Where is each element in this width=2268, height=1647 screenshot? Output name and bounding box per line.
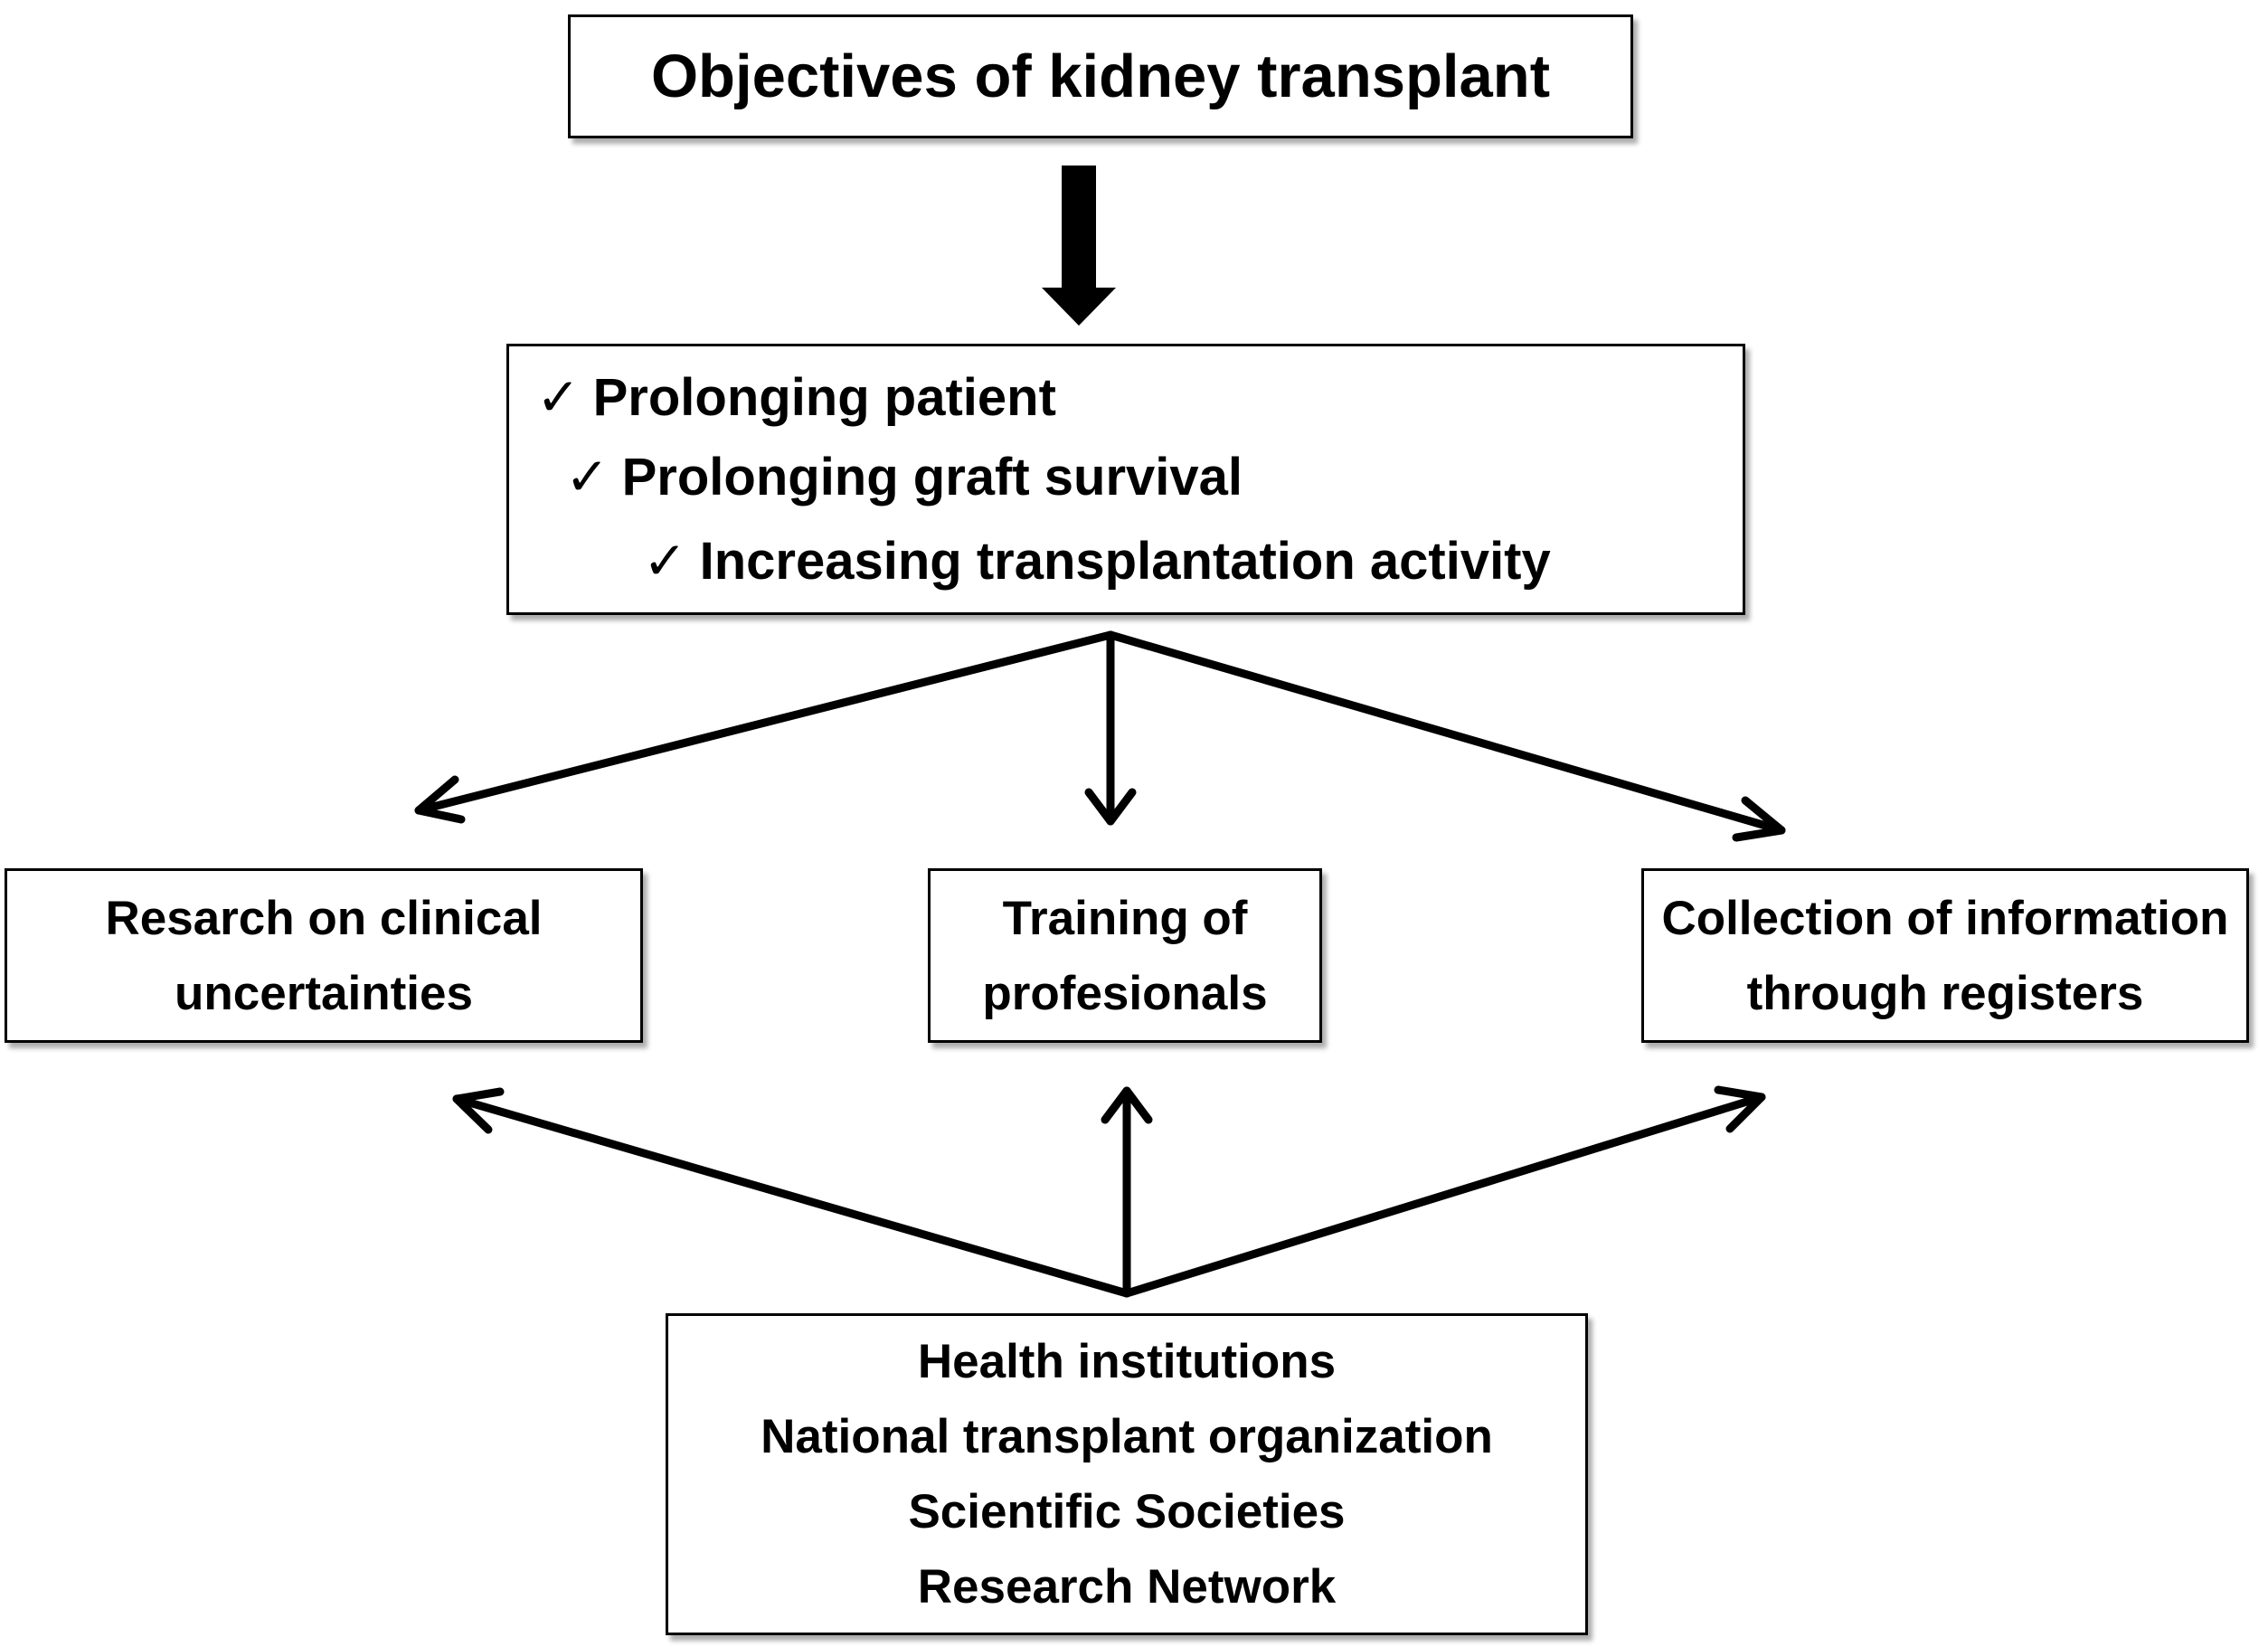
- training-box: Training of profesionals: [928, 868, 1322, 1043]
- training-line-2: profesionals: [982, 966, 1268, 1020]
- research-box: Resarch on clinical uncertainties: [5, 868, 643, 1043]
- registers-box: Collection of information through regist…: [1641, 868, 2249, 1043]
- objectives-box: ✓Prolonging patient ✓Prolonging graft su…: [506, 344, 1745, 615]
- objective-item: ✓Increasing transplantation activity: [643, 530, 1551, 592]
- objective-item: ✓Prolonging graft survival: [565, 446, 1243, 507]
- training-line-1: Training of: [1002, 891, 1248, 945]
- actor-item: National transplant organization: [761, 1410, 1493, 1463]
- objective-label: Prolonging graft survival: [621, 448, 1243, 506]
- objective-label: Increasing transplantation activity: [699, 532, 1551, 591]
- arrowhead-training: [1084, 788, 1137, 826]
- research-line-2: uncertainties: [175, 966, 473, 1020]
- arrow-actors-to-registers: [1122, 1093, 1766, 1298]
- arrowhead-registers: [1732, 796, 1786, 842]
- registers-line-1: Collection of information: [1661, 891, 2229, 945]
- arrowhead-actors-registers: [1714, 1085, 1766, 1133]
- arrowhead-actors-research: [452, 1087, 505, 1134]
- registers-line-2: through registers: [1746, 966, 2144, 1020]
- arrow-actors-to-research: [452, 1094, 1131, 1298]
- checkmark-icon: ✓: [536, 368, 581, 427]
- checkmark-icon: ✓: [643, 532, 687, 591]
- arrow-to-research: [414, 630, 1115, 815]
- objective-label: Prolonging patient: [592, 368, 1056, 427]
- checkmark-icon: ✓: [565, 448, 610, 506]
- arrowhead-actors-training: [1101, 1086, 1153, 1124]
- research-line-1: Resarch on clinical: [105, 891, 543, 945]
- actor-item: Health institutions: [917, 1335, 1337, 1388]
- main-down-arrow: [1042, 166, 1116, 326]
- title-box: Objectives of kidney transplant: [568, 14, 1633, 138]
- actor-item: Scientific Societies: [908, 1485, 1346, 1538]
- actor-item: Research Network: [917, 1560, 1337, 1614]
- actors-box: Health institutions National transplant …: [666, 1313, 1588, 1635]
- objective-item: ✓Prolonging patient: [536, 366, 1056, 428]
- diagram-title: Objectives of kidney transplant: [650, 43, 1551, 110]
- arrowhead-research: [414, 775, 466, 824]
- arrow-to-registers: [1106, 630, 1786, 835]
